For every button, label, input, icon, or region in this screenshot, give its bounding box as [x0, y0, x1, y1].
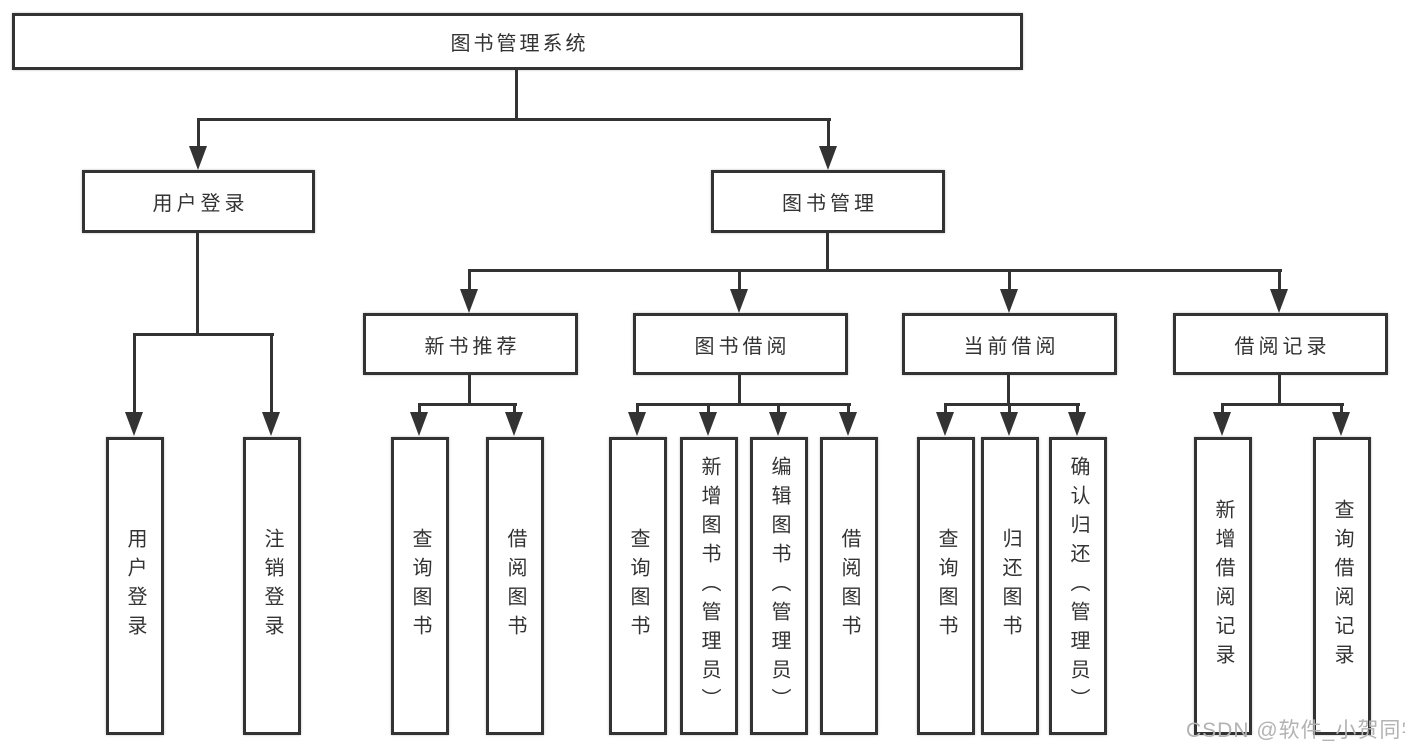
connector-line	[944, 403, 1080, 406]
arrow-down-icon	[936, 412, 954, 436]
arrow-down-icon	[1000, 412, 1018, 436]
connector-line	[1278, 375, 1281, 405]
connector-line	[1008, 269, 1011, 291]
arrow-down-icon	[460, 289, 478, 313]
connector-line	[1221, 403, 1224, 414]
arrow-down-icon	[189, 146, 207, 170]
connector-line	[197, 118, 831, 121]
arrow-down-icon	[699, 412, 717, 436]
connector-line	[133, 333, 136, 412]
node-borrowing-records: 借阅记录	[1173, 313, 1388, 375]
connector-line	[468, 269, 1282, 272]
arrow-down-icon	[125, 412, 143, 436]
connector-line	[515, 70, 518, 120]
node-new-book-recommend: 新书推荐	[363, 313, 578, 375]
connector-line	[944, 403, 947, 414]
leaf-borrow-books: 借阅图书	[486, 437, 544, 735]
connector-line	[847, 403, 850, 414]
connector-line	[826, 233, 829, 271]
arrow-down-icon	[819, 146, 837, 170]
arrow-down-icon	[628, 412, 646, 436]
connector-line	[738, 375, 741, 405]
arrow-down-icon	[505, 412, 523, 436]
leaf-query-borrow-record: 查询借阅记录	[1313, 437, 1371, 735]
leaf-confirm-return-admin: 确认归还（管理员）	[1049, 437, 1107, 735]
leaf-query-books: 查询图书	[609, 437, 667, 735]
node-current-borrowing: 当前借阅	[902, 313, 1117, 375]
connector-line	[513, 403, 516, 414]
connector-line	[1340, 403, 1343, 414]
arrow-down-icon	[1270, 289, 1288, 313]
arrow-down-icon	[730, 289, 748, 313]
connector-line	[1076, 403, 1079, 414]
leaf-add-book-admin: 新增图书（管理员）	[680, 437, 738, 735]
connector-line	[418, 403, 421, 414]
arrow-down-icon	[769, 412, 787, 436]
connector-line	[196, 233, 199, 335]
connector-line	[270, 333, 273, 412]
node-user-login: 用户登录	[82, 170, 315, 233]
connector-line	[468, 375, 471, 405]
connector-line	[636, 403, 639, 414]
leaf-edit-book-admin: 编辑图书（管理员）	[750, 437, 808, 735]
connector-line	[636, 403, 851, 406]
arrow-down-icon	[1068, 412, 1086, 436]
connector-line	[468, 269, 471, 291]
leaf-query-books: 查询图书	[391, 437, 449, 735]
connector-line	[707, 403, 710, 414]
leaf-return-books: 归还图书	[981, 437, 1039, 735]
arrow-down-icon	[1000, 289, 1018, 313]
connector-line	[1278, 269, 1281, 291]
connector-line	[418, 403, 517, 406]
leaf-user-login: 用户登录	[106, 437, 164, 735]
connector-line	[1007, 375, 1010, 405]
arrow-down-icon	[410, 412, 428, 436]
connector-line	[827, 118, 830, 148]
csdn-watermark: CSDN @软件_小贺同学	[1186, 719, 1405, 742]
connector-line	[197, 118, 200, 148]
node-book-borrowing: 图书借阅	[633, 313, 848, 375]
arrow-down-icon	[262, 412, 280, 436]
node-book-management: 图书管理	[711, 170, 945, 233]
leaf-logout: 注销登录	[243, 437, 301, 735]
connector-line	[777, 403, 780, 414]
leaf-query-books: 查询图书	[917, 437, 975, 735]
arrow-down-icon	[839, 412, 857, 436]
arrow-down-icon	[1332, 412, 1350, 436]
connector-line	[133, 333, 274, 336]
leaf-add-borrow-record: 新增借阅记录	[1194, 437, 1252, 735]
node-library-management-system: 图书管理系统	[12, 13, 1023, 70]
leaf-borrow-books: 借阅图书	[820, 437, 878, 735]
arrow-down-icon	[1213, 412, 1231, 436]
connector-line	[1221, 403, 1344, 406]
connector-line	[738, 269, 741, 291]
connector-line	[1008, 403, 1011, 414]
